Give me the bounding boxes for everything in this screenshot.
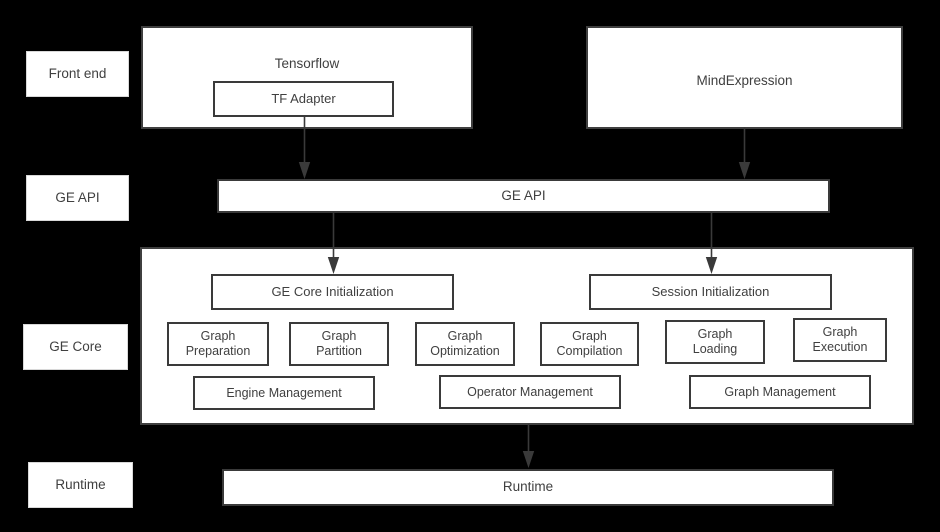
module-graph-partition-label: Graph Partition [316, 329, 362, 358]
arrow-mindexpression-to-ge-api [736, 127, 753, 181]
module-graph-partition[interactable]: Graph Partition [289, 322, 389, 366]
layer-label-ge-core: GE Core [23, 324, 128, 370]
ge-core-initialization-label: GE Core Initialization [271, 284, 394, 300]
layer-label-front-end-text: Front end [48, 65, 107, 81]
layer-label-front-end: Front end [26, 51, 129, 97]
manager-graph-management-label: Graph Management [724, 384, 836, 399]
module-graph-compilation[interactable]: Graph Compilation [540, 322, 639, 366]
module-graph-optimization[interactable]: Graph Optimization [415, 322, 515, 366]
module-graph-optimization-label: Graph Optimization [430, 329, 500, 358]
runtime-bar-label: Runtime [502, 479, 554, 495]
manager-engine-management[interactable]: Engine Management [193, 376, 375, 410]
arrow-tf-adapter-to-ge-api [296, 115, 313, 181]
module-graph-preparation-label: Graph Preparation [185, 329, 251, 358]
tensorflow-title: Tensorflow [274, 56, 340, 71]
mindexpression-title: MindExpression [696, 73, 793, 88]
arrow-ge-api-to-session-initialization [703, 212, 720, 276]
module-graph-execution-label: Graph Execution [812, 325, 868, 354]
tf-adapter-box[interactable]: TF Adapter [213, 81, 394, 117]
tf-adapter-label: TF Adapter [271, 91, 336, 107]
ge-api-bar-label: GE API [501, 187, 546, 203]
arrow-ge-core-to-runtime [520, 424, 537, 470]
module-graph-execution[interactable]: Graph Execution [793, 318, 887, 362]
runtime-bar[interactable]: Runtime [222, 469, 834, 506]
mindexpression-container: MindExpression [586, 26, 903, 129]
manager-operator-management-label: Operator Management [467, 384, 593, 399]
layer-label-runtime: Runtime [28, 462, 133, 508]
manager-operator-management[interactable]: Operator Management [439, 375, 621, 409]
module-graph-compilation-label: Graph Compilation [556, 329, 623, 358]
ge-core-initialization-box[interactable]: GE Core Initialization [211, 274, 454, 310]
session-initialization-label: Session Initialization [651, 284, 770, 300]
module-graph-loading[interactable]: Graph Loading [665, 320, 765, 364]
layer-label-runtime-text: Runtime [55, 476, 106, 492]
ge-api-bar[interactable]: GE API [217, 179, 830, 213]
layer-label-ge-core-text: GE Core [49, 338, 102, 354]
module-graph-loading-label: Graph Loading [692, 327, 738, 356]
layer-label-ge-api-text: GE API [55, 189, 100, 205]
arrow-ge-api-to-ge-core-initialization [325, 212, 342, 276]
module-graph-preparation[interactable]: Graph Preparation [167, 322, 269, 366]
layer-label-ge-api: GE API [26, 175, 129, 221]
manager-graph-management[interactable]: Graph Management [689, 375, 871, 409]
session-initialization-box[interactable]: Session Initialization [589, 274, 832, 310]
manager-engine-management-label: Engine Management [226, 385, 342, 400]
